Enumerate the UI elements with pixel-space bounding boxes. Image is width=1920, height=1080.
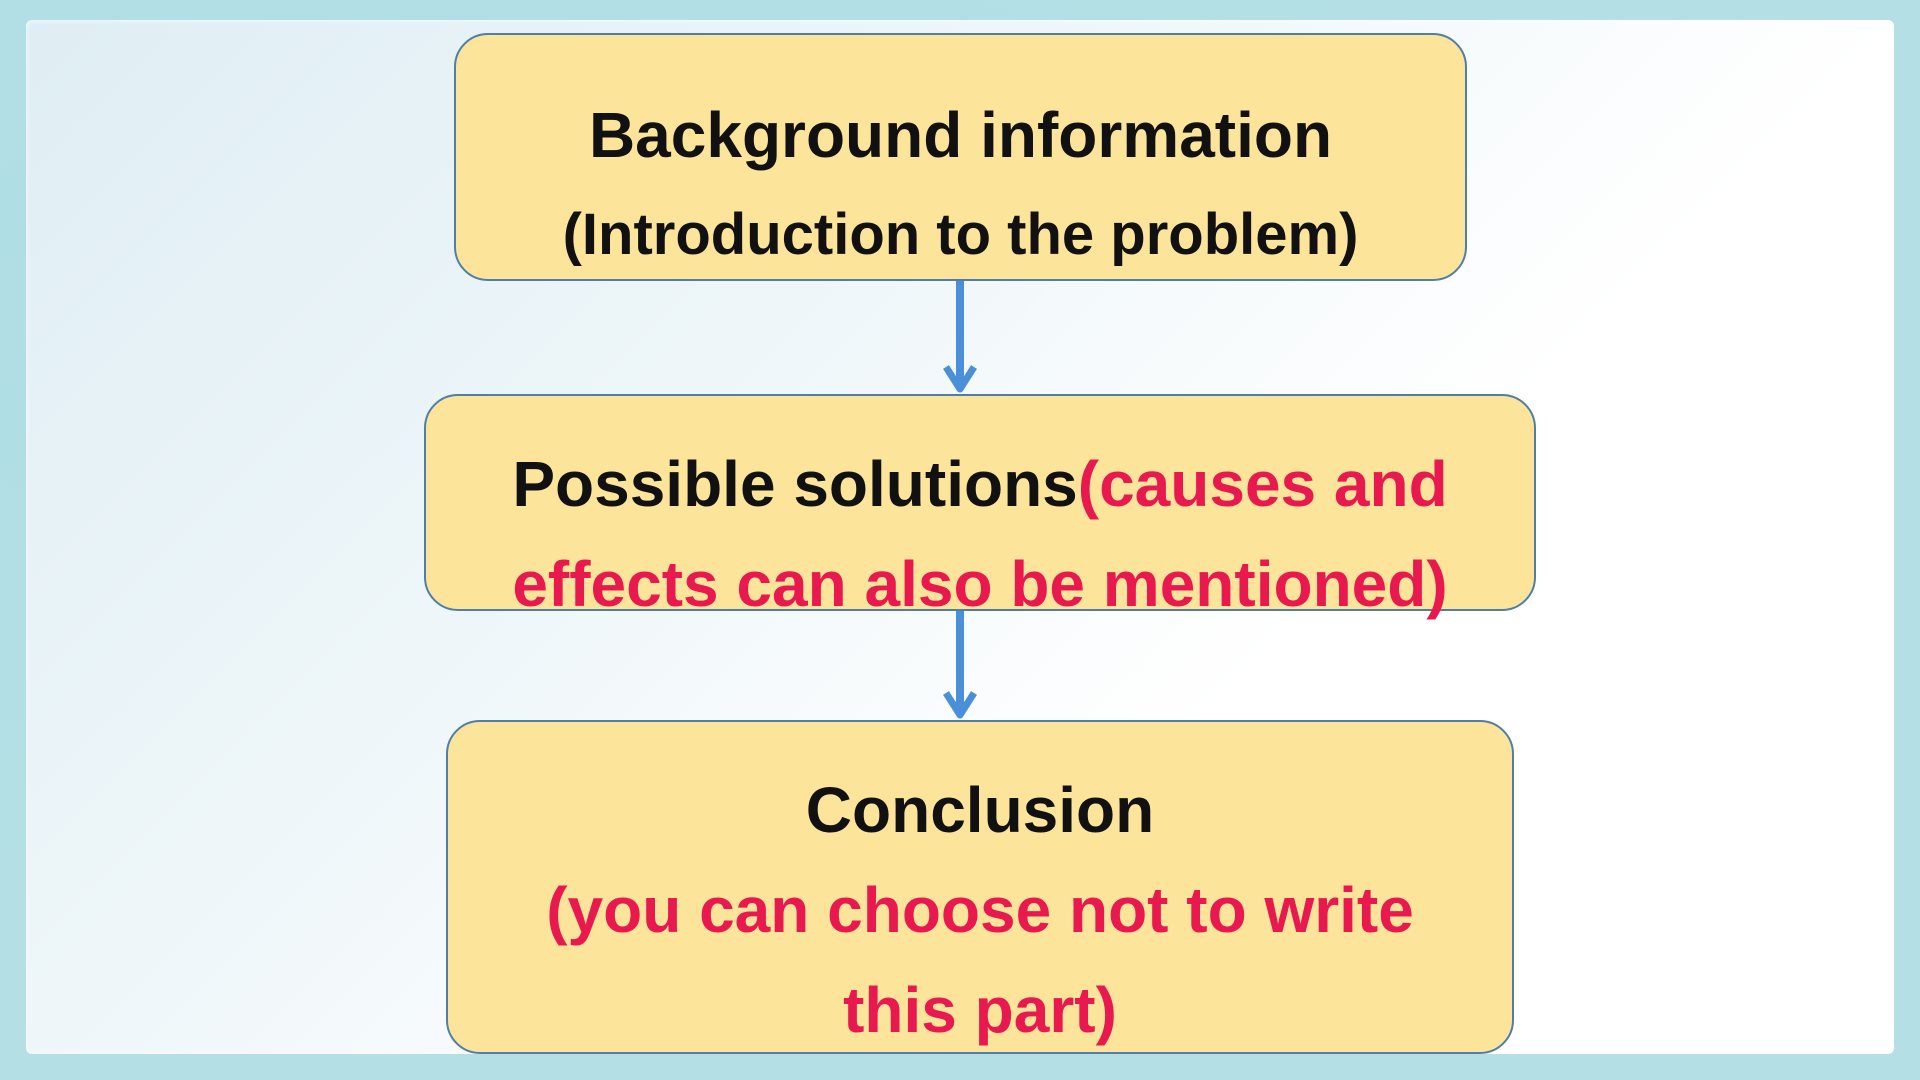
node-note: effects can also be mentioned) [512,548,1448,620]
node-title-row: Possible solutions(causes and [426,434,1534,534]
arrow-down-icon [943,611,977,719]
node-possible-solutions: Possible solutions(causes and effects ca… [424,394,1536,620]
node-title: Possible solutions [512,448,1078,520]
arrow-down-icon [943,281,977,393]
node-background-information: Background information (Introduction to … [454,33,1467,281]
node-note: this part) [843,974,1117,1046]
node-conclusion: Conclusion (you can choose not to write … [446,720,1514,1054]
node-subtitle: (Introduction to the problem) [562,202,1359,267]
node-title: Conclusion [805,774,1155,846]
node-note: (causes and [1077,448,1448,520]
node-note: (you can choose not to write [546,874,1414,946]
node-title: Background information [588,99,1333,171]
